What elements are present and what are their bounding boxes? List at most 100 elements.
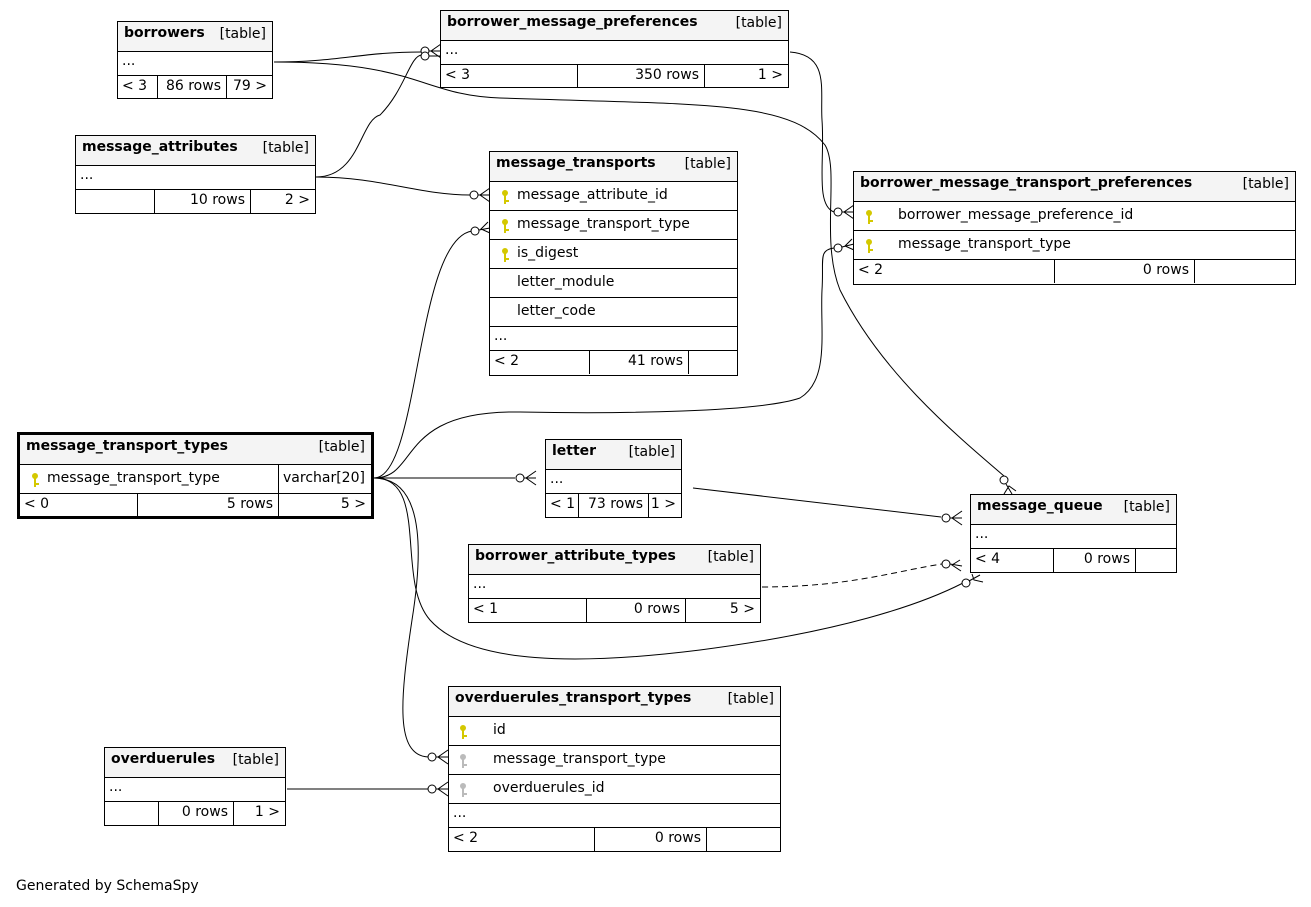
column-name: borrower_message_preference_id	[898, 207, 1134, 223]
table-footer: < 0 5 rows 5 >	[20, 493, 371, 517]
parents-count: < 1	[550, 496, 576, 512]
parents-count: < 1	[473, 601, 499, 617]
parents-link[interactable]: < 1	[469, 599, 586, 622]
column-row[interactable]: message_transport_type varchar[20]	[20, 464, 371, 493]
crowfoot-message-transports-type	[470, 221, 491, 236]
column-type-cell: varchar[20]	[278, 465, 365, 493]
parents-link[interactable]: < 3	[118, 76, 157, 99]
crowfoot-message-queue-attr	[941, 559, 963, 572]
children-link[interactable]: 1 >	[704, 65, 788, 88]
row-count: 86 rows	[157, 76, 226, 99]
children-count: 5 >	[729, 601, 755, 617]
table-message-queue[interactable]: message_queue [table] ... < 4 0 rows	[970, 494, 1177, 573]
table-borrower-message-preferences[interactable]: borrower_message_preferences [table] ...…	[440, 10, 789, 88]
table-borrower-attribute-types[interactable]: borrower_attribute_types [table] ... < 1…	[468, 544, 761, 623]
children-link[interactable]: 79 >	[226, 76, 272, 99]
parents-link[interactable]: < 1	[546, 494, 578, 517]
edge-types-to-bmtp	[373, 247, 835, 479]
table-name: letter	[552, 443, 597, 459]
parents-link[interactable]: < 0	[20, 494, 137, 517]
children-link[interactable]: 5 >	[685, 599, 760, 622]
table-tag: [table]	[684, 156, 731, 172]
crowfoot-message-queue-top	[999, 475, 1017, 495]
table-message-transports[interactable]: message_transports [table] message_attri…	[489, 151, 738, 376]
children-link[interactable]: 1 >	[648, 494, 681, 517]
parents-count: < 3	[445, 67, 471, 83]
primary-key-icon	[32, 473, 39, 487]
table-footer: < 1 73 rows 1 >	[546, 493, 681, 517]
table-letter[interactable]: letter [table] ... < 1 73 rows 1 >	[545, 439, 682, 518]
column-row[interactable]: message_transport_type	[490, 210, 737, 239]
ellipsis-row: ...	[490, 326, 737, 350]
table-overduerules-transport-types[interactable]: overduerules_transport_types [table] id …	[448, 686, 781, 852]
ellipsis-row: ...	[449, 803, 780, 827]
table-tag: [table]	[1123, 499, 1170, 515]
ellipsis-row: ...	[76, 165, 315, 189]
table-header: message_attributes [table]	[76, 136, 315, 165]
row-count-text: 5 rows	[226, 496, 273, 512]
row-count-text: 0 rows	[1142, 262, 1189, 278]
table-overduerules[interactable]: overduerules [table] ... 0 rows 1 >	[104, 747, 286, 826]
table-header: message_transports [table]	[490, 152, 737, 181]
table-tag: [table]	[318, 439, 365, 455]
parents-link[interactable]: < 2	[449, 828, 594, 851]
parents-link[interactable]: < 2	[854, 260, 1054, 283]
table-name: message_queue	[977, 498, 1103, 514]
table-borrower-message-transport-preferences[interactable]: borrower_message_transport_preferences […	[853, 171, 1296, 285]
edge-attributes-to-transports	[315, 176, 471, 196]
table-name: borrowers	[124, 25, 205, 41]
row-count-text: 350 rows	[635, 67, 699, 83]
foreign-key-icon	[460, 754, 467, 768]
parents-count: < 2	[453, 830, 479, 846]
column-row[interactable]: overduerules_id	[449, 774, 780, 803]
table-header: borrower_attribute_types [table]	[469, 545, 760, 574]
primary-key-icon	[866, 210, 873, 224]
crowfoot-message-queue-types	[961, 573, 984, 588]
column-row[interactable]: letter_module	[490, 268, 737, 297]
parents-count: < 2	[494, 353, 520, 369]
table-message-attributes[interactable]: message_attributes [table] ... 10 rows 2…	[75, 135, 316, 214]
children-link[interactable]: 2 >	[250, 190, 315, 213]
table-name: borrower_message_preferences	[447, 14, 698, 30]
parents-link[interactable]	[76, 190, 154, 213]
column-name: message_transport_type	[493, 751, 666, 767]
children-link[interactable]	[706, 828, 780, 851]
parents-link[interactable]: < 2	[490, 351, 589, 374]
table-header: message_transport_types [table]	[20, 435, 371, 464]
ellipsis-text: ...	[80, 167, 94, 183]
table-footer: < 1 0 rows 5 >	[469, 598, 760, 622]
column-row[interactable]: message_attribute_id	[490, 181, 737, 210]
table-name: message_transports	[496, 155, 656, 171]
column-name: message_transport_type	[898, 236, 1071, 252]
table-name: borrower_message_transport_preferences	[860, 175, 1193, 191]
table-footer: < 3 350 rows 1 >	[441, 64, 788, 88]
primary-key-icon	[460, 725, 467, 739]
children-link[interactable]	[1194, 260, 1295, 283]
children-link[interactable]: 1 >	[233, 802, 285, 825]
parents-link[interactable]: < 4	[971, 549, 1053, 572]
parents-link[interactable]	[105, 802, 158, 825]
generated-by-label: Generated by SchemaSpy	[16, 878, 199, 894]
column-row[interactable]: message_transport_type	[854, 230, 1295, 259]
table-tag: [table]	[232, 752, 279, 768]
column-row[interactable]: message_transport_type	[449, 745, 780, 774]
row-count: 73 rows	[578, 494, 648, 517]
table-message-transport-types[interactable]: message_transport_types [table] message_…	[17, 432, 374, 519]
ellipsis-text: ...	[109, 779, 123, 795]
ellipsis-text: ...	[445, 42, 459, 58]
column-row[interactable]: letter_code	[490, 297, 737, 326]
table-tag: [table]	[707, 549, 754, 565]
table-footer: < 2 0 rows	[854, 259, 1295, 283]
children-link[interactable]	[1135, 549, 1176, 572]
row-count-text: 73 rows	[587, 496, 643, 512]
column-row[interactable]: id	[449, 716, 780, 745]
edge-letter-to-message-queue	[692, 487, 942, 518]
column-row[interactable]: is_digest	[490, 239, 737, 268]
children-link[interactable]: 5 >	[278, 494, 371, 517]
column-row[interactable]: borrower_message_preference_id	[854, 201, 1295, 230]
ellipsis-row: ...	[441, 40, 788, 64]
parents-link[interactable]: < 3	[441, 65, 577, 88]
children-link[interactable]	[688, 351, 737, 374]
table-header: borrowers [table]	[118, 22, 272, 51]
table-borrowers[interactable]: borrowers [table] ... < 3 86 rows 79 >	[117, 21, 273, 99]
